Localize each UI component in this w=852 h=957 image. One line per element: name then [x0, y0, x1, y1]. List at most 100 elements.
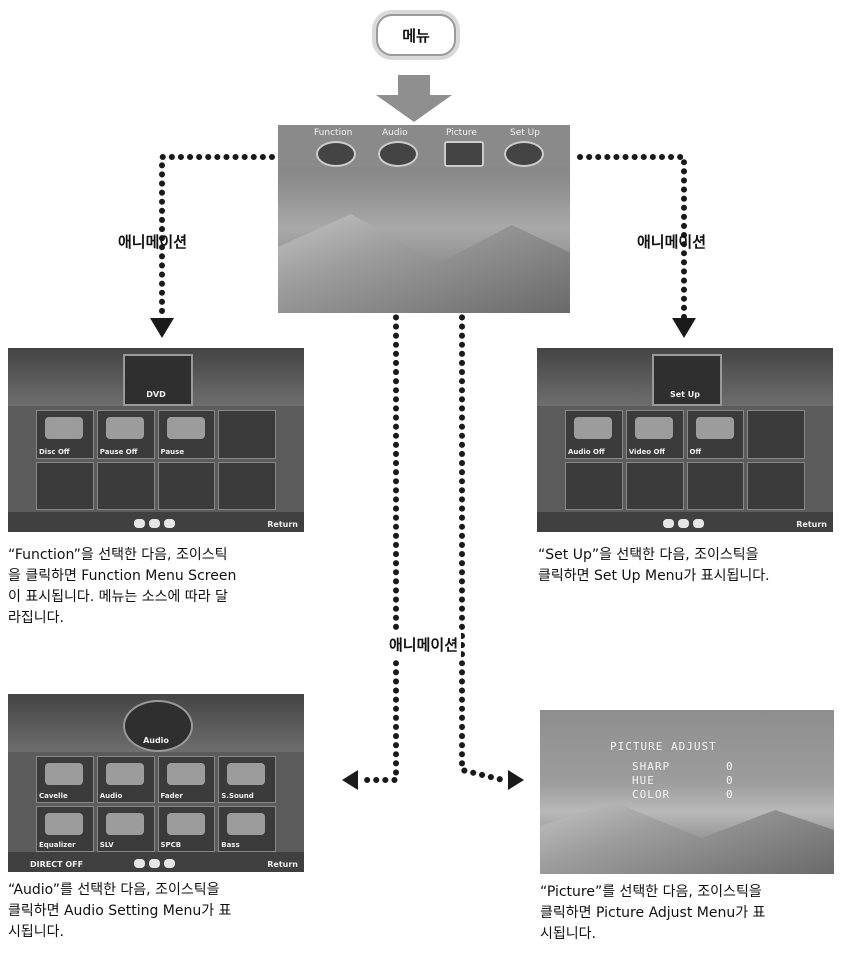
- cell-label: Equalizer: [39, 841, 76, 849]
- grid-cell[interactable]: SLV: [96, 805, 155, 852]
- fader-icon: [166, 763, 205, 785]
- cell-label: S.Sound: [221, 791, 254, 800]
- caption-line: “Audio”를 선택한 다음, 조이스틱을: [8, 882, 220, 898]
- grid-cell: [218, 410, 276, 459]
- cell-label: SLV: [99, 841, 114, 849]
- return-button[interactable]: Return: [267, 520, 298, 529]
- return-button[interactable]: Return: [796, 520, 827, 529]
- scene-floor: [540, 802, 834, 874]
- tab-setup[interactable]: Set Up: [510, 128, 540, 138]
- off-icon: [695, 417, 734, 439]
- hue-value[interactable]: 0: [726, 774, 734, 787]
- grid-cell: [218, 461, 276, 510]
- tab-picture[interactable]: Picture: [446, 128, 477, 138]
- pause-off-icon: [105, 417, 144, 439]
- grid-cell[interactable]: S.Sound: [218, 756, 276, 803]
- color-value[interactable]: 0: [726, 788, 734, 801]
- grid-cell[interactable]: Pause Off: [96, 410, 155, 459]
- audio-menu-screen: Audio Cavelle Audio Fader S.Sound Equali…: [8, 694, 304, 872]
- grid-cell: [565, 461, 623, 510]
- grid-cell[interactable]: Video Off: [625, 410, 684, 459]
- bass-icon: [227, 812, 266, 835]
- grid-cell: [686, 461, 745, 510]
- down-arrow-icon: [376, 75, 452, 122]
- page-dots: [134, 859, 175, 868]
- cell-label: SPCB: [160, 841, 182, 849]
- arrow-audio-icon: [342, 770, 358, 790]
- slv-icon: [105, 812, 144, 835]
- caption-setup: “Set Up”을 선택한 다음, 조이스틱을 클릭하면 Set Up Menu…: [538, 545, 838, 587]
- cavelle-icon: [45, 763, 83, 785]
- animation-label-center: 애니메이션: [386, 632, 462, 657]
- grid-cell[interactable]: Bass: [218, 805, 276, 852]
- cell-label: Audio: [99, 791, 123, 800]
- grid-cell[interactable]: Audio: [96, 756, 155, 803]
- grid-cell[interactable]: Pause: [157, 410, 216, 459]
- caption-line: 라집니다.: [8, 610, 64, 626]
- audio-off-icon: [574, 417, 612, 439]
- scene-floor: [278, 214, 570, 313]
- tab-audio[interactable]: Audio: [382, 128, 408, 138]
- grid-cell[interactable]: SPCB: [157, 805, 216, 852]
- spcb-icon: [166, 812, 205, 835]
- equalizer-icon: [45, 812, 83, 835]
- grid-cell: [157, 461, 216, 510]
- grid-cell[interactable]: Fader: [157, 756, 216, 803]
- caption-line: 클릭하면 Set Up Menu가 표시됩니다.: [538, 568, 770, 584]
- cell-label: Cavelle: [39, 791, 68, 800]
- grid-cell[interactable]: Disc Off: [36, 410, 94, 459]
- grid-cell: [36, 461, 94, 510]
- hue-label: HUE: [632, 774, 655, 787]
- grid-cell[interactable]: Off: [686, 410, 745, 459]
- setup-grid: Audio Off Video Off Off: [565, 410, 805, 510]
- tab-function[interactable]: Function: [314, 128, 353, 138]
- grid-cell: [625, 461, 684, 510]
- disc-icon: [45, 417, 83, 439]
- dvd-disc-icon: [123, 354, 193, 406]
- cell-label: Off: [689, 447, 702, 456]
- emblem-label: DVD: [146, 390, 166, 399]
- function-grid: Disc Off Pause Off Pause: [36, 410, 276, 510]
- grid-cell[interactable]: Equalizer: [36, 805, 94, 852]
- caption-line: 이 표시됩니다. 메뉴는 소스에 따라 달: [8, 589, 228, 605]
- sharp-value[interactable]: 0: [726, 760, 734, 773]
- cell-label: Video Off: [628, 447, 666, 456]
- page-dots: [663, 519, 704, 528]
- cell-label: Bass: [221, 841, 240, 849]
- connector-picture: [459, 187, 506, 783]
- arrow-setup-icon: [672, 318, 696, 338]
- cell-label: Audio Off: [568, 447, 605, 456]
- return-button[interactable]: Return: [267, 860, 298, 869]
- caption-line: 시됩니다.: [540, 926, 596, 942]
- page-dots: [134, 519, 175, 528]
- picture-adjust-screen: PICTURE ADJUST SHARP 0 HUE 0 COLOR 0: [540, 710, 834, 874]
- caption-line: “Function”을 선택한 다음, 조이스틱: [8, 547, 228, 563]
- caption-line: “Picture”를 선택한 다음, 조이스틱을: [540, 884, 762, 900]
- emblem-label: Set Up: [669, 390, 701, 399]
- function-icon: [316, 141, 356, 167]
- grid-cell[interactable]: Audio Off: [565, 410, 623, 459]
- cell-label: Fader: [160, 791, 183, 800]
- cell-label: Pause: [160, 447, 185, 456]
- screen-footer: Return: [537, 512, 833, 532]
- caption-line: “Set Up”을 선택한 다음, 조이스틱을: [538, 547, 759, 563]
- grid-cell: [747, 461, 805, 510]
- direct-off-toggle[interactable]: DIRECT OFF: [30, 860, 84, 869]
- cell-label: Pause Off: [99, 447, 138, 456]
- sharp-label: SHARP: [632, 760, 671, 773]
- emblem-label: Audio: [143, 736, 169, 745]
- caption-picture: “Picture”를 선택한 다음, 조이스틱을 클릭하면 Picture Ad…: [540, 882, 840, 945]
- screen-footer: DIRECT OFF Return: [8, 852, 304, 872]
- grid-cell[interactable]: Cavelle: [36, 756, 94, 803]
- connector-right: [577, 154, 687, 321]
- picture-adjust-title: PICTURE ADJUST: [610, 740, 717, 753]
- setup-icon: [504, 141, 544, 167]
- main-menu-screen: Function Audio Picture Set Up: [278, 125, 570, 313]
- cell-label: Disc Off: [39, 447, 70, 456]
- picture-icon: [444, 141, 484, 167]
- audio-grid: Cavelle Audio Fader S.Sound Equalizer SL…: [36, 756, 276, 852]
- menu-button[interactable]: 메뉴: [376, 14, 456, 56]
- connector-audio: [359, 187, 399, 783]
- caption-line: 클릭하면 Audio Setting Menu가 표: [8, 903, 232, 919]
